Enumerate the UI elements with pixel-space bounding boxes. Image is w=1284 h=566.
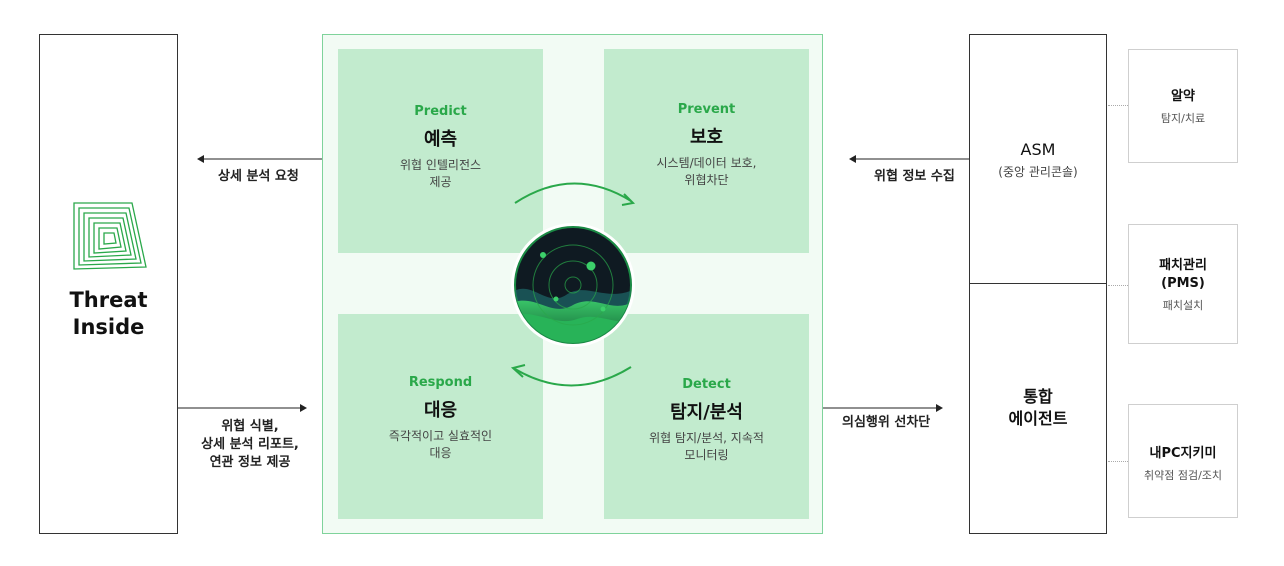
label-threat-report-line3: 연관 정보 제공 <box>209 455 291 470</box>
threat-inside-name: Threat Inside <box>40 287 177 341</box>
prevent-en-label: Prevent <box>677 102 736 117</box>
radar-icon <box>511 223 635 347</box>
predict-desc-line1: 위협 인텔리전스 <box>399 158 482 172</box>
module-alyac-title: 알약 <box>1171 89 1195 104</box>
module-pms-title-line2: (PMS) <box>1161 276 1205 291</box>
module-mypc: 내PC지키미 취약점 점검/조치 <box>1128 404 1238 518</box>
module-alyac-sub: 탐지/치료 <box>1160 112 1206 125</box>
respond-ko-label: 대응 <box>423 400 458 421</box>
threat-inside-panel: Threat Inside <box>39 34 178 534</box>
asm-subtitle: (중앙 관리콘솔) <box>998 165 1078 179</box>
asm-title: ASM <box>1020 140 1056 159</box>
asm-panel: ASM (중앙 관리콘솔) <box>969 34 1107 284</box>
predict-desc-line2: 제공 <box>429 175 452 189</box>
detect-ko-label: 탐지/분석 <box>670 402 743 423</box>
quadrant-detect: Detect 탐지/분석 위협 탐지/분석, 지속적 모니터링 <box>604 314 809 519</box>
module-mypc-title: 내PC지키미 <box>1149 446 1217 461</box>
quadrant-respond: Respond 대응 즉각적이고 실효적인 대응 <box>338 314 543 519</box>
dotted-connector-pms <box>1108 285 1128 286</box>
quadrant-prevent: Prevent 보호 시스템/데이터 보호, 위협차단 <box>604 49 809 253</box>
module-mypc-sub: 취약점 점검/조치 <box>1143 469 1223 482</box>
predict-ko-label: 예측 <box>423 129 458 150</box>
prevent-description: 시스템/데이터 보호, 위협차단 <box>604 155 809 189</box>
label-threat-report-line2: 상세 분석 리포트, <box>201 437 299 452</box>
label-detail-analysis-request: 상세 분석 요청 <box>218 169 299 184</box>
label-threat-report-line1: 위협 식별, <box>221 419 279 434</box>
label-threat-info-collect: 위협 정보 수집 <box>874 169 955 184</box>
quadrant-predict: Predict 예측 위협 인텔리전스 제공 <box>338 49 543 253</box>
predict-en-label: Predict <box>414 104 467 119</box>
module-pms-title-line1: 패치관리 <box>1159 258 1207 273</box>
respond-en-label: Respond <box>408 375 473 390</box>
cycle-arc-top-icon <box>514 182 636 206</box>
prevent-desc-line1: 시스템/데이터 보호, <box>656 156 757 170</box>
threat-inside-logo-icon <box>73 202 147 270</box>
prevent-ko-label: 보호 <box>689 127 724 148</box>
detect-desc-line1: 위협 탐지/분석, 지속적 <box>649 431 764 445</box>
detect-desc-line2: 모니터링 <box>684 448 729 462</box>
detect-en-label: Detect <box>682 377 731 392</box>
module-alyac: 알약 탐지/치료 <box>1128 49 1238 163</box>
detect-description: 위협 탐지/분석, 지속적 모니터링 <box>604 430 809 464</box>
dotted-connector-mypc <box>1108 461 1128 462</box>
cycle-arc-bottom-icon <box>510 364 632 387</box>
prevent-desc-line2: 위협차단 <box>684 173 729 187</box>
threat-inside-line1: Threat <box>69 288 148 312</box>
respond-desc-line2: 대응 <box>429 446 452 460</box>
label-threat-report: 위협 식별, 상세 분석 리포트, 연관 정보 제공 <box>190 418 310 472</box>
label-suspicious-block: 의심행위 선차단 <box>842 415 931 430</box>
security-cycle-panel: Predict 예측 위협 인텔리전스 제공 Prevent 보호 시스템/데이… <box>322 34 823 534</box>
agent-title-line2: 에이전트 <box>1008 409 1068 428</box>
dotted-connector-alyac <box>1108 105 1128 106</box>
respond-desc-line1: 즉각적이고 실효적인 <box>388 429 493 443</box>
module-pms: 패치관리 (PMS) 패치설치 <box>1128 224 1238 344</box>
agent-title-line1: 통합 <box>1023 387 1053 406</box>
threat-inside-line2: Inside <box>72 315 145 339</box>
predict-description: 위협 인텔리전스 제공 <box>338 157 543 191</box>
module-pms-sub: 패치설치 <box>1162 299 1204 312</box>
agent-panel: 통합 에이전트 <box>969 283 1107 534</box>
respond-description: 즉각적이고 실효적인 대응 <box>338 428 543 462</box>
